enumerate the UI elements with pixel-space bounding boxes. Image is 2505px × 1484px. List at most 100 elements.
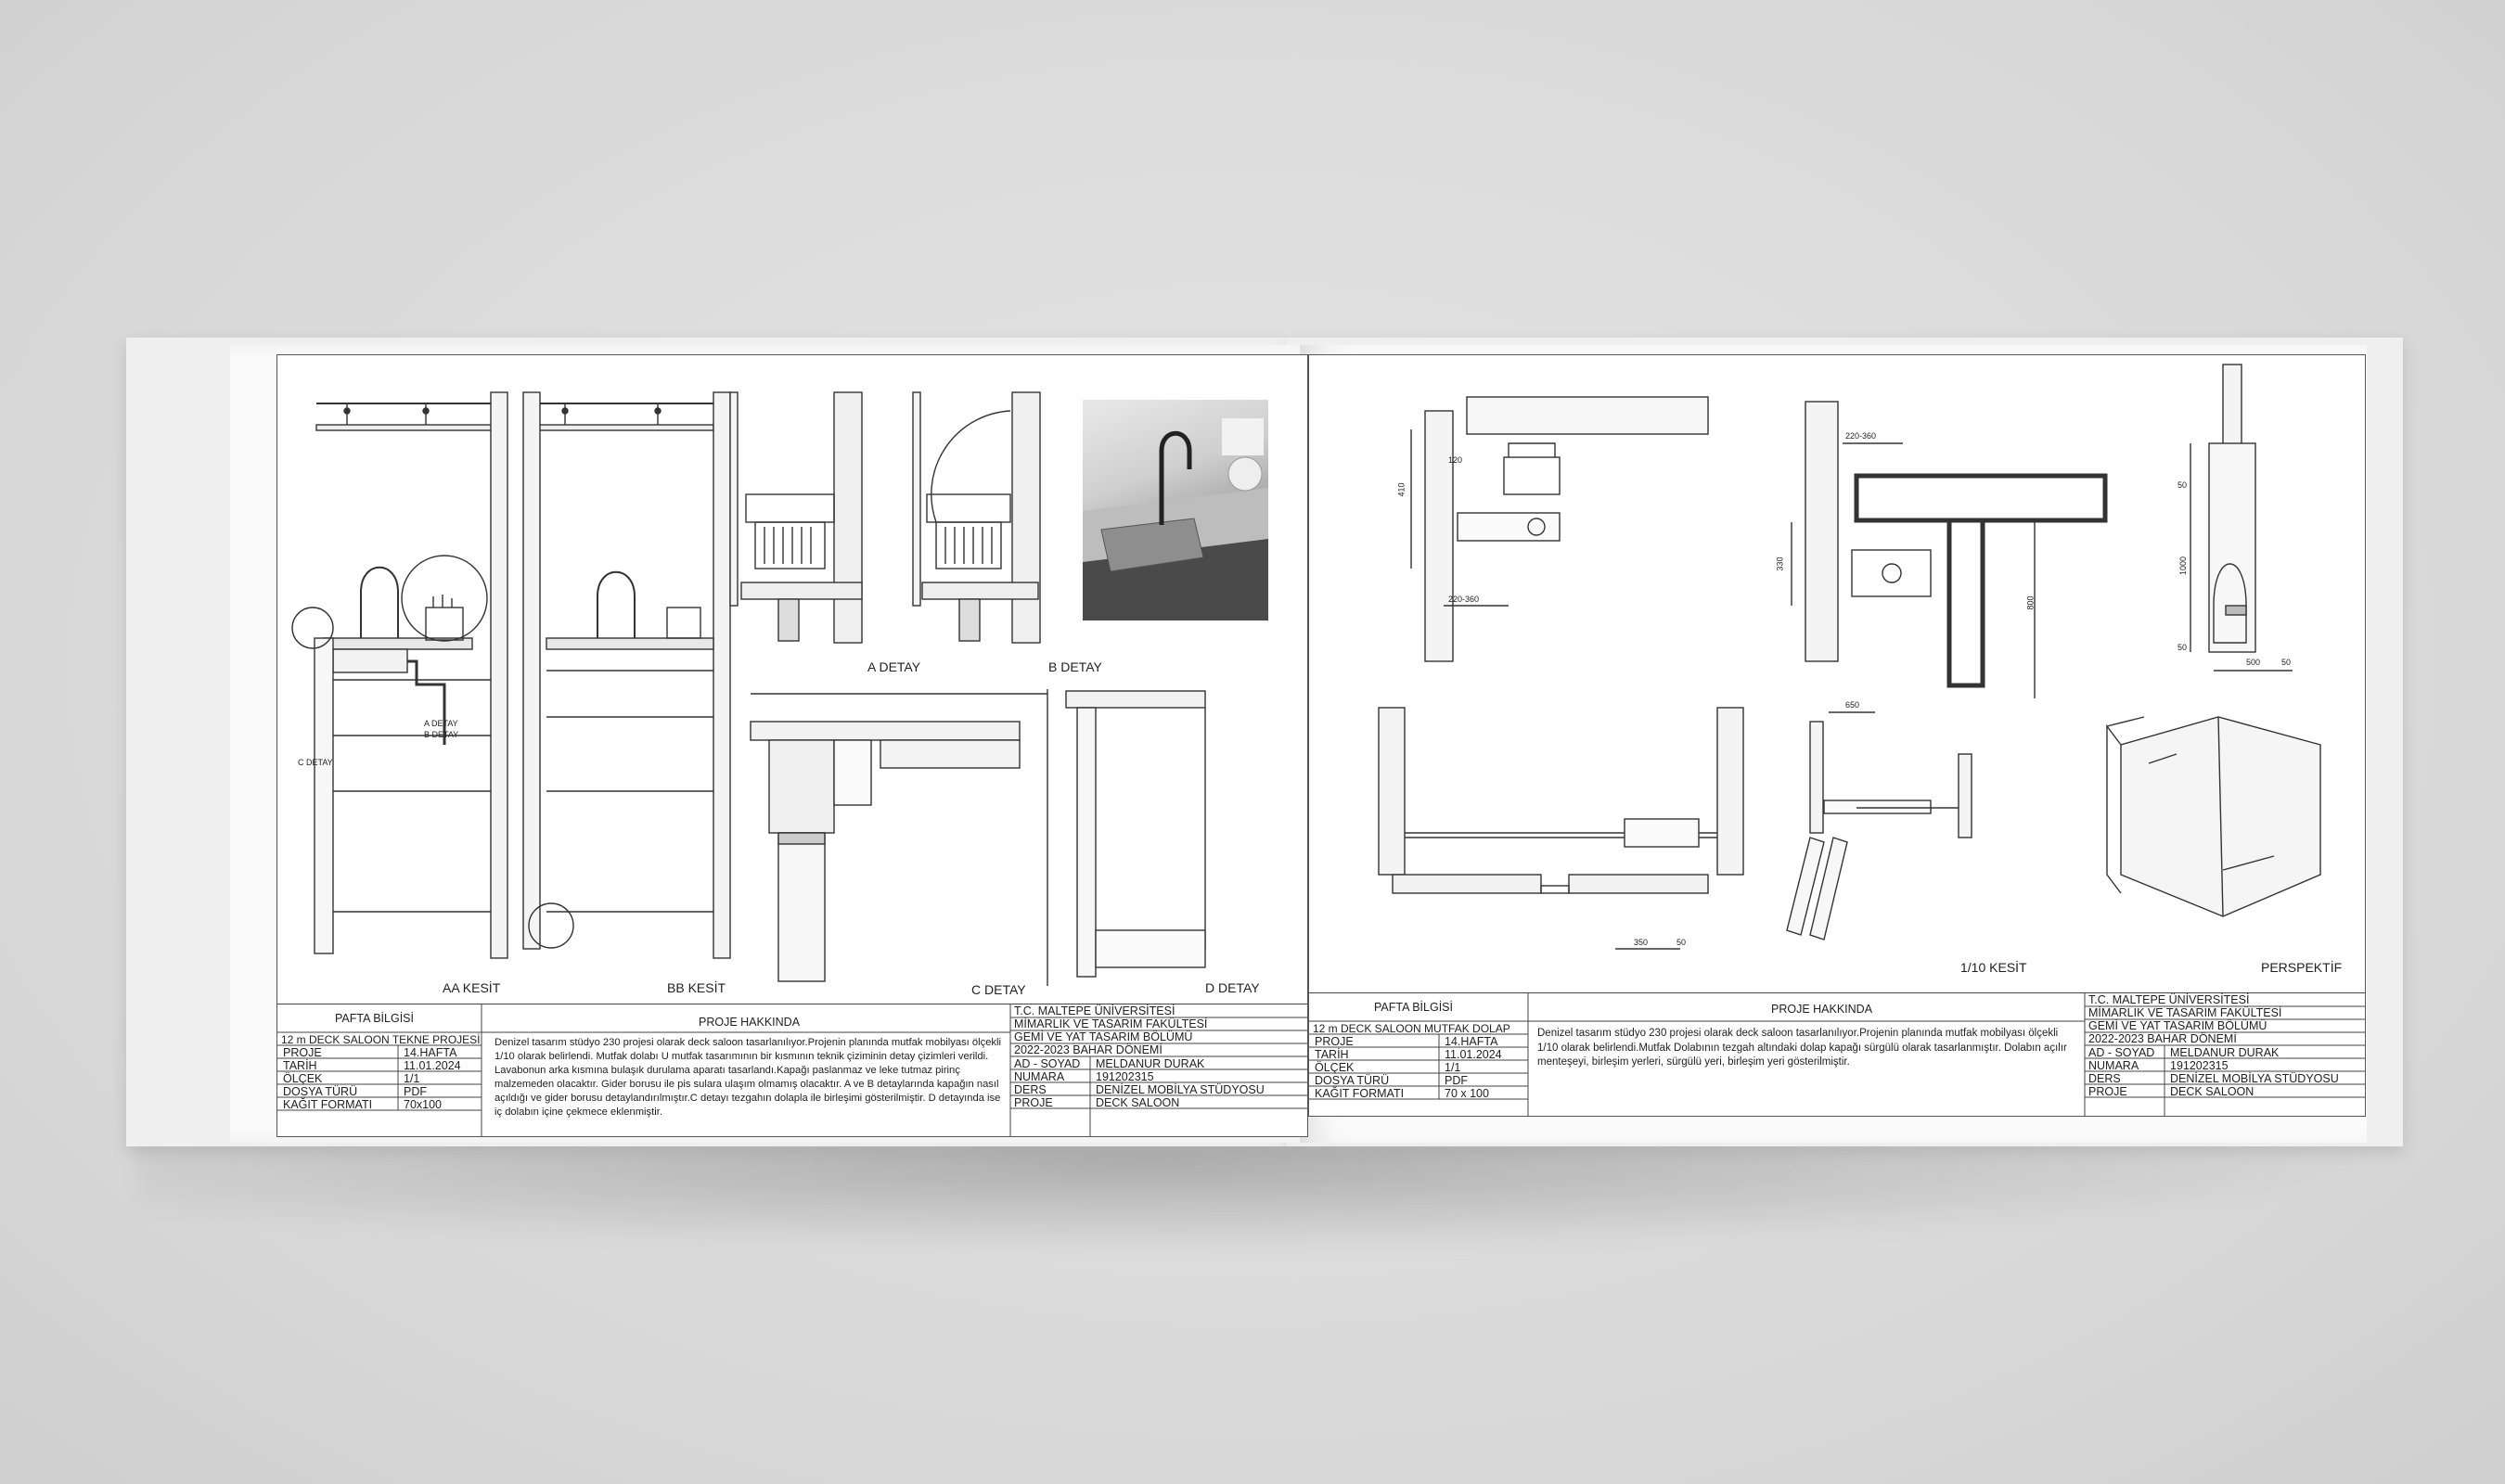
sliding-cabinet-drawing — [1378, 707, 1744, 950]
school-line-3-r: GEMİ VE YAT TASARIM BÖLÜMÜ — [2088, 1019, 2267, 1032]
info-ders-label-r: DERS — [2088, 1072, 2121, 1085]
dim-410: 410 — [1396, 482, 1407, 497]
info-ad-value-r: MELDANUR DURAK — [2170, 1046, 2280, 1059]
project-title-r: 12 m DECK SALOON MUTFAK DOLAP — [1313, 1022, 1510, 1035]
row-olcek-value-r: 1/1 — [1445, 1061, 1461, 1074]
school-line-2: MİMARLIK VE TASARIM FAKÜLTESİ — [1014, 1017, 1208, 1030]
dim-220-360-a: 220-360 — [1448, 595, 1480, 604]
info-ad-label: AD - SOYAD — [1014, 1057, 1081, 1070]
label-d-detay: D DETAY — [1205, 980, 1260, 995]
b-detail-drawing — [912, 391, 1041, 644]
school-line-3: GEMİ VE YAT TASARIM BÖLÜMÜ — [1014, 1030, 1193, 1043]
label-a-detay: A DETAY — [867, 659, 921, 674]
perspective-cabinet-drawing — [2106, 716, 2321, 917]
info-proje-value: DECK SALOON — [1096, 1096, 1180, 1109]
label-c-detay: C DETAY — [971, 982, 1026, 997]
title-block-right: PAFTA BİLGİSİ 12 m DECK SALOON MUTFAK DO… — [1309, 992, 2365, 1116]
bb-section-drawing — [522, 391, 731, 959]
aa-section-drawing — [291, 391, 508, 959]
dim-220-360-b: 220-360 — [1845, 431, 1877, 441]
row-tarih-value-r: 11.01.2024 — [1445, 1048, 1502, 1061]
label-aa-kesit: AA KESİT — [443, 980, 501, 995]
proje-hakkinda-text-r: Denizel tasarım stüdyo 230 projesi olara… — [1537, 1028, 2067, 1068]
drawer-profile-drawing — [2190, 364, 2293, 672]
callout-b-detay: B DETAY — [424, 730, 459, 739]
row-dosya-label: DOSYA TÜRÜ — [283, 1085, 358, 1098]
t-joint-drawing — [1791, 401, 2108, 698]
open-book: C DETAY A DETAY B DETAY AA KESİT BB KESİ… — [126, 336, 2403, 1152]
pafta-bilgisi-header: PAFTA BİLGİSİ — [335, 1012, 414, 1025]
info-ad-label-r: AD - SOYAD — [2088, 1046, 2155, 1059]
c-detail-drawing — [750, 693, 1047, 982]
row-kagit-value-r: 70 x 100 — [1445, 1087, 1489, 1100]
row-olcek-label-r: ÖLÇEK — [1315, 1061, 1355, 1074]
dim-50-a: 50 — [2177, 480, 2188, 490]
info-proje-label-r: PROJE — [2088, 1085, 2127, 1098]
dim-330: 330 — [1775, 556, 1785, 571]
label-bb-kesit: BB KESİT — [667, 980, 726, 995]
info-ad-value: MELDANUR DURAK — [1096, 1057, 1205, 1070]
info-numara-label-r: NUMARA — [2088, 1059, 2139, 1072]
info-numara-label: NUMARA — [1014, 1070, 1065, 1083]
row-dosya-value: PDF — [404, 1085, 427, 1098]
row-tarih-label: TARİH — [283, 1059, 317, 1072]
row-dosya-value-r: PDF — [1445, 1074, 1468, 1087]
hinge-joint-drawing — [1410, 396, 1709, 662]
row-dosya-label-r: DOSYA TÜRÜ — [1315, 1074, 1390, 1087]
info-numara-value-r: 191202315 — [2170, 1059, 2229, 1072]
dim-500: 500 — [2246, 658, 2261, 667]
row-olcek-value: 1/1 — [404, 1072, 420, 1085]
left-drawings — [291, 391, 1206, 986]
d-detail-drawing — [1047, 689, 1206, 986]
drawing-sheet-left: C DETAY A DETAY B DETAY AA KESİT BB KESİ… — [276, 354, 1308, 1137]
dim-50-b: 50 — [2177, 643, 2188, 652]
info-proje-label: PROJE — [1014, 1096, 1053, 1109]
a-detail-drawing — [729, 391, 863, 644]
row-proje-value-r: 14.HAFTA — [1445, 1035, 1498, 1048]
row-tarih-label-r: TARİH — [1315, 1048, 1349, 1061]
school-line-1: T.C. MALTEPE ÜNİVERSİTESİ — [1014, 1004, 1175, 1017]
pafta-bilgisi-header-r: PAFTA BİLGİSİ — [1374, 1001, 1453, 1014]
folding-door-drawing — [1786, 711, 1972, 940]
title-block-grid-left — [277, 1004, 1307, 1136]
row-proje-value: 14.HAFTA — [404, 1046, 457, 1059]
info-ders-value: DENİZEL MOBİLYA STÜDYOSU — [1096, 1083, 1265, 1096]
dim-350: 350 — [1634, 938, 1649, 947]
faucet-icon — [1083, 418, 1268, 620]
row-olcek-label: ÖLÇEK — [283, 1072, 323, 1085]
title-block-left: PAFTA BİLGİSİ 12 m DECK SALOON TEKNE PRO… — [277, 1004, 1307, 1136]
label-perspektif: PERSPEKTİF — [2261, 960, 2343, 975]
row-kagit-label-r: KAĞIT FORMATI — [1315, 1087, 1405, 1100]
drawing-sheet-right: 410 120 220-360 220-360 330 800 1000 50 … — [1308, 354, 2366, 1117]
proje-hakkinda-text: Denizel tasarım stüdyo 230 projesi olara… — [495, 1037, 1001, 1118]
right-drawings — [1378, 364, 2321, 950]
dim-120: 120 — [1448, 455, 1463, 465]
proje-hakkinda-header-r: PROJE HAKKINDA — [1771, 1003, 1873, 1016]
dim-650: 650 — [1845, 700, 1860, 710]
school-line-4-r: 2022-2023 BAHAR DÖNEMİ — [2088, 1032, 2237, 1045]
info-proje-value-r: DECK SALOON — [2170, 1085, 2254, 1098]
dim-1000: 1000 — [2178, 556, 2189, 576]
row-proje-label-r: PROJE — [1315, 1035, 1354, 1048]
proje-hakkinda-header: PROJE HAKKINDA — [699, 1016, 801, 1029]
info-ders-value-r: DENİZEL MOBİLYA STÜDYOSU — [2170, 1072, 2339, 1085]
label-kesit: 1/10 KESİT — [1960, 960, 2027, 975]
info-ders-label: DERS — [1014, 1083, 1047, 1096]
row-kagit-label: KAĞIT FORMATI — [283, 1098, 373, 1111]
dim-50-c: 50 — [2281, 658, 2292, 667]
school-line-1-r: T.C. MALTEPE ÜNİVERSİTESİ — [2088, 993, 2250, 1006]
callout-a-detay: A DETAY — [424, 719, 458, 728]
row-proje-label: PROJE — [283, 1046, 322, 1059]
dim-800: 800 — [2025, 595, 2036, 610]
project-title: 12 m DECK SALOON TEKNE PROJESİ — [281, 1033, 481, 1046]
row-tarih-value: 11.01.2024 — [404, 1059, 461, 1072]
row-kagit-value: 70x100 — [404, 1098, 443, 1111]
callout-c-detay: C DETAY — [298, 758, 333, 767]
label-b-detay: B DETAY — [1048, 659, 1102, 674]
dim-50-d: 50 — [1676, 938, 1687, 947]
school-line-2-r: MİMARLIK VE TASARIM FAKÜLTESİ — [2088, 1006, 2282, 1019]
title-block-grid-right — [1309, 993, 2365, 1116]
school-line-4: 2022-2023 BAHAR DÖNEMİ — [1014, 1043, 1163, 1056]
kitchen-sink-photo — [1083, 400, 1268, 620]
